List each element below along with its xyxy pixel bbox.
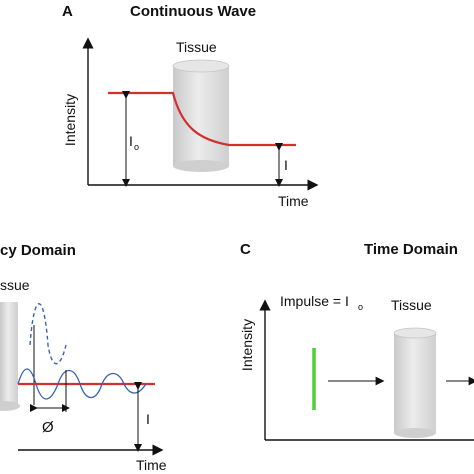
panel-b-output-wave <box>17 368 147 400</box>
panel-c-impulse-subscript: o <box>358 302 363 312</box>
panel-a-signal-curve <box>108 91 296 147</box>
panel-b-input-wave <box>29 303 67 365</box>
panel-c: C Time Domain Intensity Impulse = I o Ti… <box>239 241 474 441</box>
panel-a-title: Continuous Wave <box>130 3 256 20</box>
panel-b-tissue-cylinder <box>0 302 20 411</box>
panel-c-title: Time Domain <box>364 241 458 258</box>
panel-c-y-label: Intensity <box>239 319 255 371</box>
panel-c-tissue-cylinder <box>393 327 437 438</box>
panel-c-tissue-label: Tissue <box>391 297 432 313</box>
panel-b-title: cy Domain <box>0 242 76 259</box>
panel-a-x-label: Time <box>278 193 309 209</box>
panel-b-x-label: Time <box>136 457 167 473</box>
panel-a-tissue-label: Tissue <box>176 39 217 55</box>
panel-a-y-label: Intensity <box>62 94 78 146</box>
panel-a-i-label: I <box>284 157 288 173</box>
panel-a: A Continuous Wave Tissue Intensity Time … <box>62 3 319 209</box>
panel-b-i-label: I <box>146 411 150 427</box>
panel-a-letter: A <box>62 3 73 20</box>
panel-b-phase-label: Ø <box>42 419 54 436</box>
panel-a-i0-label: I <box>129 133 133 149</box>
panel-c-letter: C <box>240 241 251 258</box>
panel-c-impulse-label: Impulse = I <box>280 293 349 309</box>
panel-a-i0-subscript: o <box>134 142 139 152</box>
panel-b-tissue-label: ssue <box>0 277 30 293</box>
panel-b: cy Domain ssue Time Ø I <box>0 242 167 473</box>
